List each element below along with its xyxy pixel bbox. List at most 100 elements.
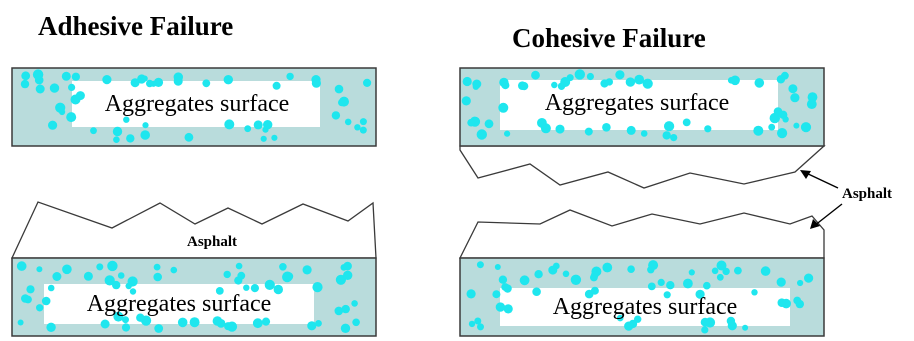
particle: [504, 130, 511, 137]
particle: [117, 272, 125, 279]
particle: [100, 319, 110, 329]
particles: [16, 260, 360, 333]
particle: [272, 81, 281, 90]
particle: [520, 82, 529, 91]
particle: [359, 118, 367, 126]
particle: [670, 134, 678, 142]
particle: [760, 266, 771, 276]
particle: [61, 71, 71, 81]
particle: [503, 304, 513, 314]
particle: [716, 260, 727, 271]
particle: [343, 270, 353, 280]
particle: [711, 267, 719, 275]
particle: [773, 107, 783, 116]
particle: [753, 125, 764, 136]
particle: [664, 121, 675, 132]
particle: [492, 290, 501, 299]
particle: [260, 135, 267, 142]
particle: [626, 125, 636, 135]
particle: [66, 112, 77, 123]
particle: [90, 127, 97, 135]
particle: [800, 122, 812, 133]
particle: [153, 263, 161, 271]
particle: [466, 289, 476, 299]
particle: [782, 116, 789, 123]
particle: [648, 260, 659, 271]
asphalt-layer-lower: [458, 209, 825, 259]
particle: [808, 93, 816, 101]
particle: [126, 134, 135, 143]
particle: [503, 284, 512, 293]
particle: [282, 271, 293, 282]
surface-label-background: [500, 288, 790, 326]
particle: [55, 102, 66, 113]
particle: [334, 84, 344, 94]
particle: [104, 275, 115, 286]
particle: [498, 102, 509, 113]
particle: [46, 322, 56, 332]
cohesive-bottom-aggregate: Aggregates surface: [458, 209, 825, 337]
particle: [107, 260, 118, 272]
particle: [519, 275, 530, 286]
particle: [793, 122, 800, 129]
particle: [790, 93, 800, 103]
particle: [215, 287, 224, 295]
particles: [461, 69, 818, 142]
particle: [47, 284, 55, 292]
particle: [777, 128, 788, 139]
particle: [302, 265, 312, 275]
particle: [62, 264, 72, 275]
particle: [223, 270, 231, 279]
cohesive-asphalt-callout: Asphalt: [800, 170, 892, 229]
particle: [315, 320, 322, 327]
particle: [71, 72, 80, 81]
particle: [566, 74, 574, 82]
particle: [244, 125, 252, 133]
particle: [21, 71, 31, 81]
particle: [344, 118, 352, 126]
particle: [683, 278, 693, 289]
particle: [250, 284, 259, 293]
adhesive-top-surface-label: Aggregates surface: [105, 91, 290, 117]
particle: [615, 70, 625, 80]
particle: [776, 277, 786, 287]
particle: [562, 270, 570, 278]
particle: [261, 317, 271, 326]
particle: [627, 265, 635, 274]
particle: [127, 276, 138, 287]
particle: [605, 78, 613, 86]
particle: [726, 316, 736, 326]
particle: [703, 281, 711, 290]
adhesive-asphalt-label: Asphalt: [187, 234, 237, 250]
particle: [36, 304, 44, 312]
particle: [113, 311, 124, 322]
particle: [666, 281, 675, 290]
particle: [32, 69, 44, 80]
particle: [286, 72, 294, 81]
particle: [216, 319, 226, 328]
particle: [534, 270, 543, 279]
particle: [129, 288, 137, 295]
particle: [777, 298, 787, 308]
particle: [48, 120, 58, 130]
particle: [264, 279, 275, 290]
particles: [466, 260, 814, 334]
arrow-to-upper-asphalt: [803, 171, 839, 189]
adhesive-top-aggregate: Aggregates surface: [11, 67, 377, 147]
particle: [49, 83, 60, 93]
particle: [184, 132, 194, 142]
particle: [273, 284, 283, 295]
particle: [146, 79, 154, 88]
particle: [363, 78, 372, 87]
particle: [263, 120, 273, 130]
particle: [551, 81, 558, 89]
particle: [279, 263, 287, 271]
particle: [494, 264, 501, 270]
particle: [41, 296, 51, 306]
particle: [806, 99, 817, 109]
particle: [795, 299, 804, 309]
particle: [625, 77, 636, 87]
particle: [642, 78, 653, 89]
particle: [768, 123, 776, 131]
